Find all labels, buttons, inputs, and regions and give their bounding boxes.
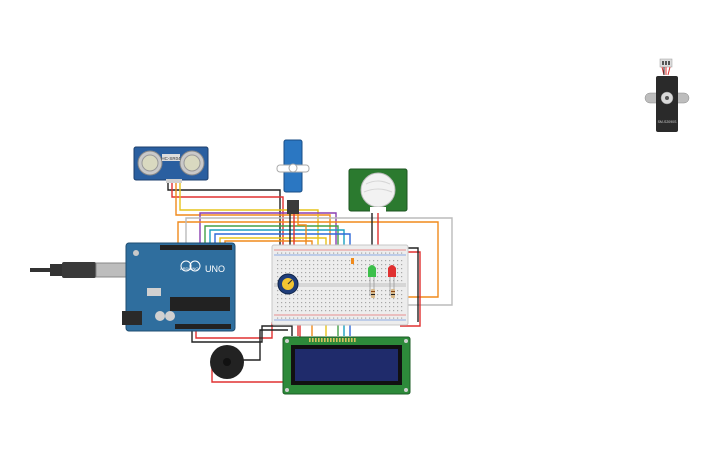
led-red-small	[351, 258, 354, 264]
servo-motor[interactable]	[276, 139, 310, 214]
led-green-icon[interactable]	[368, 265, 376, 296]
servo-right-label: SM-S2090S	[658, 120, 678, 124]
resistor-2[interactable]	[391, 289, 395, 298]
potentiometer-icon[interactable]	[277, 273, 299, 295]
ultrasonic-sensor[interactable]: HC-SR04	[133, 146, 209, 183]
led-red-icon[interactable]	[388, 265, 396, 296]
arduino-brand: UNO	[205, 264, 225, 274]
servo-standalone[interactable]: SM-S2090S	[644, 58, 690, 132]
lcd-display[interactable]	[282, 336, 411, 395]
pir-dome-icon	[360, 172, 396, 208]
wires	[167, 182, 453, 383]
usb-cable-icon	[30, 262, 135, 278]
resistor-1[interactable]	[371, 289, 375, 298]
pir-sensor[interactable]	[348, 168, 408, 213]
arduino-subtitle: ARDUINO	[180, 266, 198, 271]
buzzer-icon[interactable]	[210, 345, 244, 379]
ultrasonic-label: HC-SR04	[161, 156, 181, 161]
arduino-board[interactable]: UNO ARDUINO	[122, 242, 236, 332]
